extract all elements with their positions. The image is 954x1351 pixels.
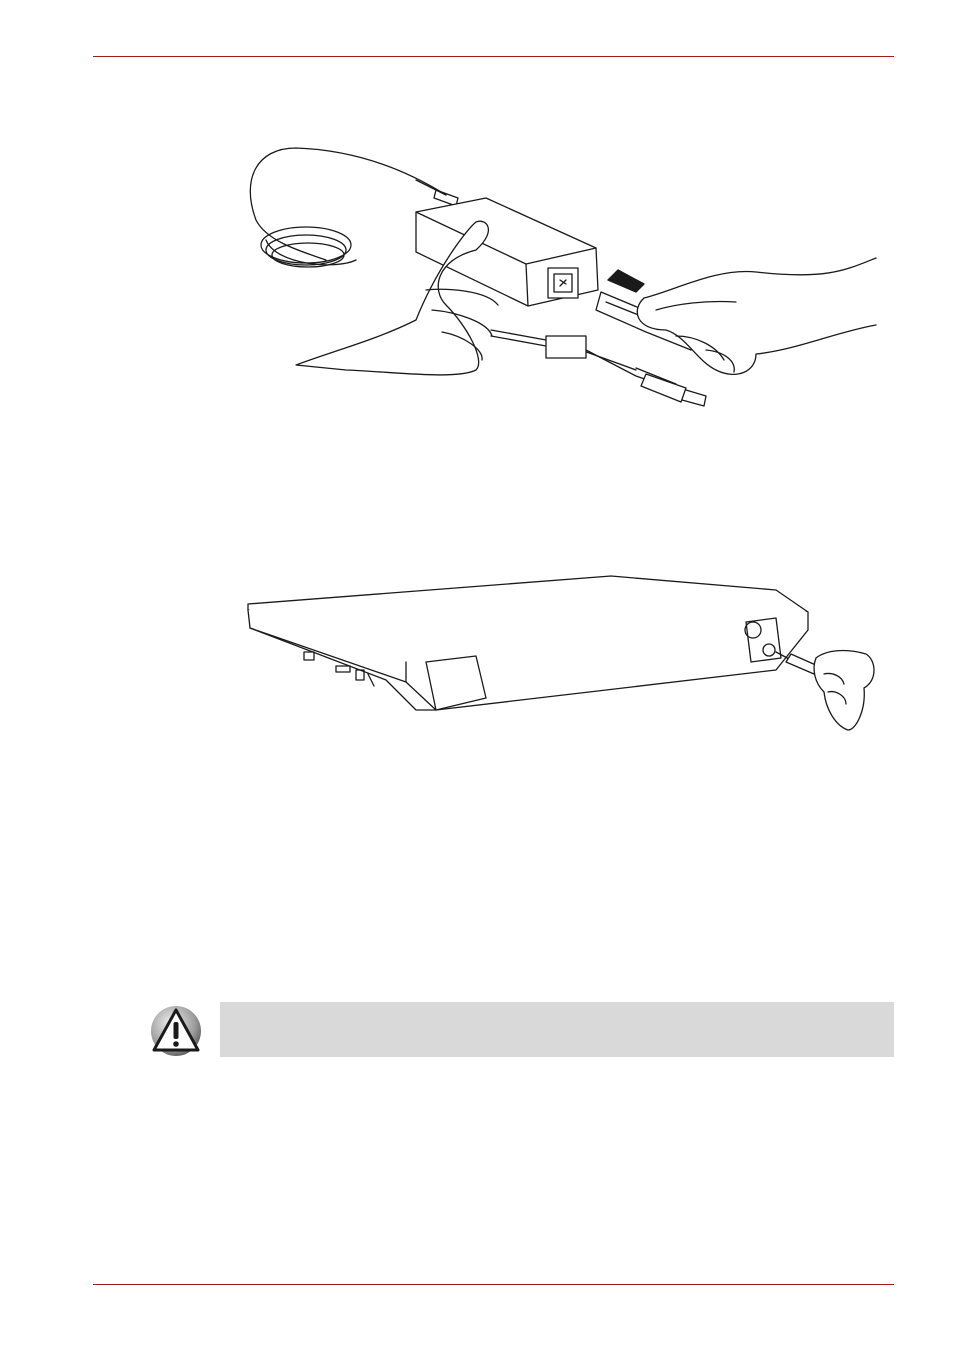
header-rule (93, 56, 894, 57)
laptop-illustration (236, 570, 886, 750)
warning-triangle-icon (149, 1004, 203, 1058)
footer-rule (93, 1284, 894, 1285)
ac-adapter-illustration (236, 140, 886, 420)
warning-note-box (220, 1002, 894, 1057)
